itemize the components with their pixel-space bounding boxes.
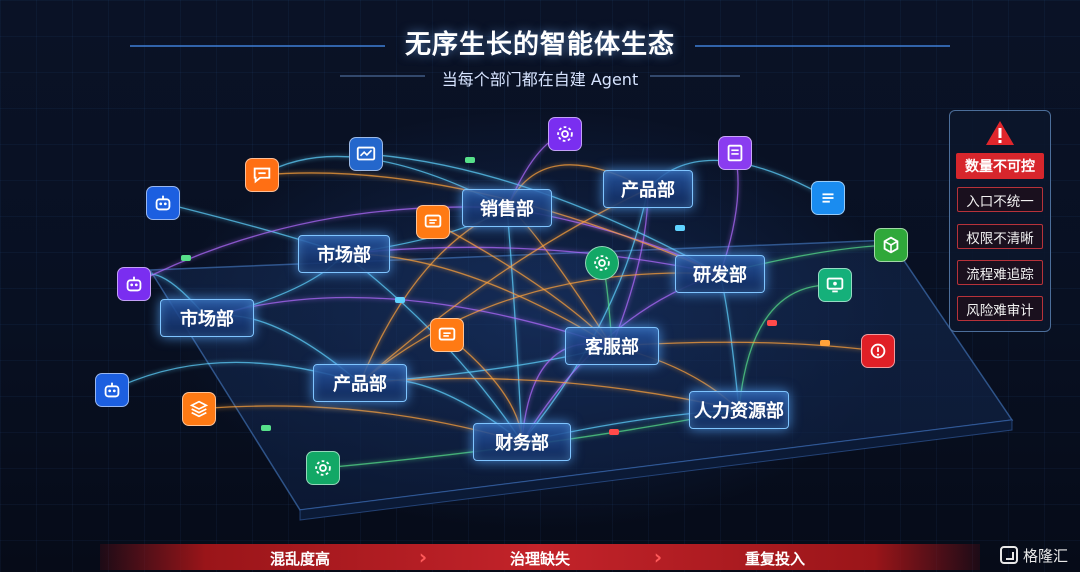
message-icon bbox=[430, 318, 464, 352]
connection-line bbox=[359, 377, 740, 411]
chevron-right-icon: › bbox=[653, 545, 663, 569]
connection-line bbox=[343, 246, 721, 275]
dept-product-top: 产品部 bbox=[603, 170, 693, 208]
connection-line bbox=[133, 206, 508, 285]
connection-line bbox=[738, 284, 836, 411]
small-node bbox=[820, 340, 830, 346]
small-node bbox=[181, 255, 191, 261]
bottom-banner bbox=[100, 544, 980, 570]
connection-line bbox=[359, 272, 721, 384]
alert-gear-icon bbox=[861, 334, 895, 368]
bottom-label-duplication: 重复投入 bbox=[744, 549, 805, 568]
robot-icon bbox=[117, 267, 151, 301]
small-node bbox=[261, 425, 271, 431]
gear-icon bbox=[548, 117, 582, 151]
layers-icon bbox=[182, 392, 216, 426]
warning-item: 流程难追踪 bbox=[957, 260, 1043, 285]
page-subtitle: 当每个部门都在自建 Agent bbox=[441, 70, 639, 89]
message-icon bbox=[416, 205, 450, 239]
small-node bbox=[395, 297, 405, 303]
small-node bbox=[465, 157, 475, 163]
warning-heading: 数量不可控 bbox=[956, 153, 1044, 179]
platform-base bbox=[148, 239, 1014, 511]
dept-rnd: 研发部 bbox=[675, 255, 765, 293]
dept-product-bottom: 产品部 bbox=[313, 364, 407, 402]
warning-panel bbox=[949, 110, 1051, 332]
dept-finance: 财务部 bbox=[473, 423, 571, 461]
monitor-icon bbox=[818, 268, 852, 302]
dashboard-icon bbox=[349, 137, 383, 171]
chat-bubble-icon bbox=[245, 158, 279, 192]
small-node bbox=[609, 429, 619, 435]
connection-line bbox=[506, 207, 523, 443]
bottom-label-governance: 治理缺失 bbox=[509, 549, 570, 568]
robot-icon bbox=[146, 186, 180, 220]
warning-item: 权限不清晰 bbox=[957, 224, 1043, 249]
connection-line bbox=[521, 188, 649, 443]
warning-item: 入口不统一 bbox=[957, 187, 1043, 212]
dept-marketing-left: 市场部 bbox=[160, 299, 254, 337]
dept-marketing-center: 市场部 bbox=[298, 235, 390, 273]
dept-hr: 人力资源部 bbox=[689, 391, 789, 429]
small-node bbox=[767, 320, 777, 326]
page-title: 无序生长的智能体生态 bbox=[404, 30, 675, 60]
cube-icon bbox=[874, 228, 908, 262]
brand-name: 格隆汇 bbox=[1023, 546, 1069, 565]
chevron-right-icon: › bbox=[418, 545, 428, 569]
dept-customer-service: 客服部 bbox=[565, 327, 659, 365]
bottom-label-chaos: 混乱度高 bbox=[269, 549, 330, 568]
dept-sales: 销售部 bbox=[462, 189, 552, 227]
warning-triangle-icon bbox=[986, 121, 1014, 145]
brand-logo: 格隆汇 bbox=[1000, 542, 1068, 568]
platform-edge bbox=[299, 419, 1013, 521]
gear-icon bbox=[585, 246, 619, 280]
small-node bbox=[675, 225, 685, 231]
brand-mark-icon bbox=[1000, 546, 1018, 564]
document-icon bbox=[718, 136, 752, 170]
small-nodes bbox=[181, 157, 830, 435]
gear-icon bbox=[306, 451, 340, 485]
list-icon bbox=[811, 181, 845, 215]
robot-icon bbox=[95, 373, 129, 407]
warning-item: 风险难审计 bbox=[957, 296, 1043, 321]
